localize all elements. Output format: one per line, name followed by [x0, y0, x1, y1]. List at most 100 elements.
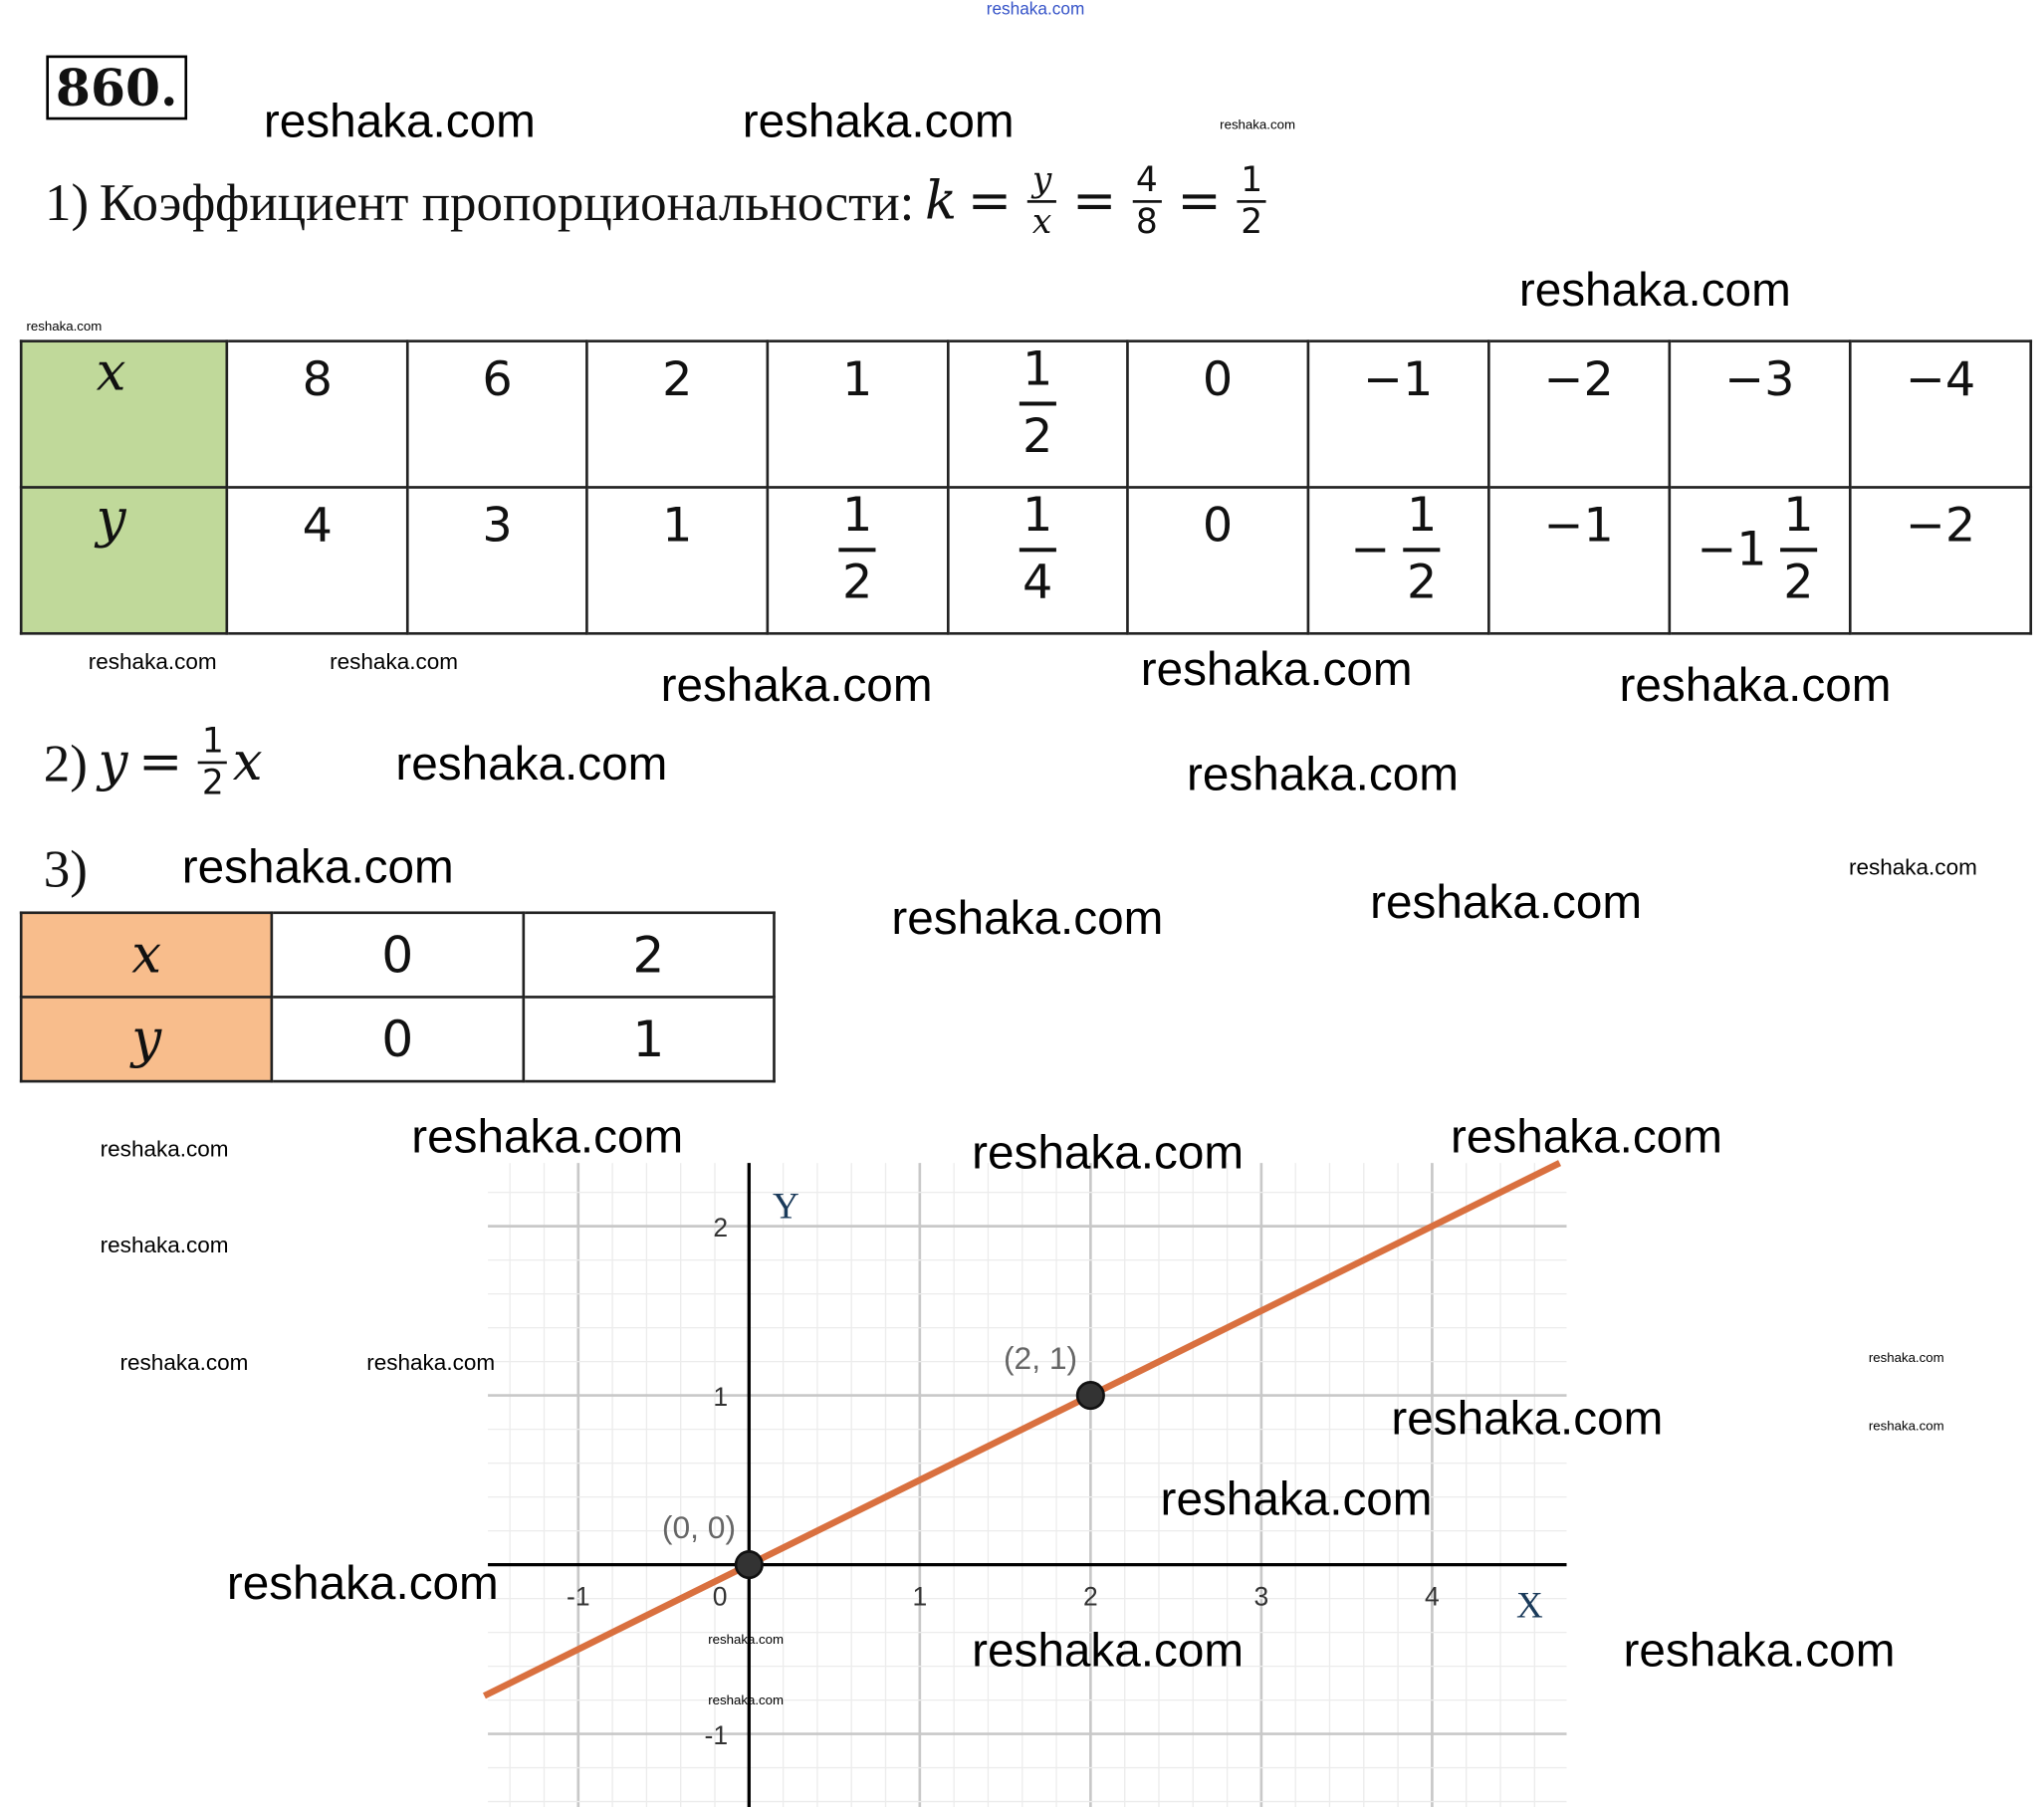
watermark: reshaka.com: [100, 1233, 229, 1258]
watermark: reshaka.com: [1391, 1390, 1664, 1446]
equals: =: [1177, 170, 1222, 232]
data-point: [1075, 1381, 1105, 1411]
watermark: reshaka.com: [972, 1124, 1245, 1179]
numerator: y: [1031, 160, 1052, 201]
table-cell: −3: [1667, 339, 1852, 489]
numerator: 1: [1783, 488, 1814, 544]
watermark: reshaka.com: [891, 890, 1164, 945]
part3-label: 3): [43, 838, 88, 899]
watermark: reshaka.com: [986, 0, 1085, 19]
denominator: 2: [841, 556, 873, 610]
table-cell: −1: [1486, 486, 1671, 635]
y-tick-label: 1: [713, 1382, 728, 1412]
cell-value: 4: [302, 499, 333, 554]
watermark: reshaka.com: [1450, 1108, 1722, 1164]
cell-fraction: −1 1 2: [1697, 489, 1822, 611]
watermark: reshaka.com: [1623, 1622, 1896, 1678]
table-row-y: y 0 1: [19, 996, 776, 1083]
x-axis-label: X: [1516, 1586, 1543, 1627]
cell-value: 2: [662, 352, 693, 407]
cell-value: 3: [482, 499, 513, 554]
table-cell: 1: [766, 339, 949, 489]
row-header-x: x: [19, 339, 229, 489]
part1-label: 1): [45, 171, 90, 232]
denominator: 4: [1022, 556, 1053, 610]
x-tick-label: 4: [1425, 1582, 1440, 1612]
watermark: reshaka.com: [263, 93, 536, 148]
denominator: 2: [1406, 556, 1438, 610]
watermark: reshaka.com: [1160, 1470, 1433, 1525]
x-tick-label: 1: [912, 1582, 927, 1612]
table-cell: 0: [270, 911, 525, 999]
cell-value: −4: [1905, 352, 1976, 407]
denominator: 8: [1135, 202, 1158, 243]
values-table-2: x 0 2 y 0 1: [19, 911, 776, 1083]
cell-value: −3: [1724, 352, 1795, 407]
watermark: reshaka.com: [742, 93, 1015, 148]
numerator: 4: [1135, 160, 1158, 201]
denominator: 2: [1241, 202, 1263, 243]
watermark: reshaka.com: [1187, 747, 1460, 801]
table-cell: −2: [1486, 339, 1671, 489]
watermark: reshaka.com: [226, 1555, 499, 1610]
cell-value: 1: [662, 499, 693, 554]
watermark: reshaka.com: [26, 320, 103, 336]
cell-value: −1: [1543, 499, 1614, 554]
denominator: 2: [1022, 409, 1053, 464]
table-cell: 4: [226, 486, 409, 635]
watermark: reshaka.com: [1619, 657, 1892, 712]
whole-part: −: [1350, 523, 1391, 577]
table-cell: 1: [585, 486, 770, 635]
cell-value: 1: [841, 352, 873, 407]
cell-value: 6: [482, 352, 513, 407]
watermark: reshaka.com: [395, 736, 668, 791]
table-cell: −4: [1849, 339, 2033, 489]
x-tick-label: 3: [1254, 1582, 1269, 1612]
table-cell: 0: [1126, 486, 1309, 635]
watermark: reshaka.com: [1140, 641, 1413, 696]
table-cell: 2: [522, 911, 776, 999]
x-tick-label: 2: [1083, 1582, 1098, 1612]
denominator: x: [1031, 202, 1052, 243]
table-row-x: x 0 2: [19, 911, 776, 999]
numerator: 1: [1022, 341, 1053, 397]
watermark: reshaka.com: [1220, 118, 1295, 133]
whole-part: −1: [1697, 523, 1767, 577]
table-cell: 2: [585, 339, 770, 489]
watermark: reshaka.com: [411, 1108, 684, 1164]
watermark: reshaka.com: [88, 649, 217, 675]
point-label: (0, 0): [662, 1509, 736, 1545]
table-cell: −1 2: [1306, 486, 1490, 635]
y-tick-label: -1: [705, 1720, 729, 1750]
watermark: reshaka.com: [660, 657, 933, 712]
row-header-y: y: [19, 996, 274, 1083]
y-axis-label: Y: [773, 1187, 799, 1228]
denominator: 2: [1783, 556, 1814, 610]
numerator: 1: [1406, 488, 1438, 544]
equals: =: [137, 732, 183, 793]
watermark: reshaka.com: [1868, 1420, 1944, 1435]
function-line: [482, 1160, 1562, 1699]
numerator: 1: [201, 721, 224, 762]
equals: =: [967, 170, 1013, 232]
table-cell: 3: [405, 486, 589, 635]
watermark: reshaka.com: [1848, 854, 1977, 880]
cell-fraction: −1 2: [1350, 489, 1446, 611]
cell-value: 8: [302, 352, 333, 407]
part2-label: 2): [43, 733, 88, 792]
k-symbol: k: [925, 170, 958, 232]
